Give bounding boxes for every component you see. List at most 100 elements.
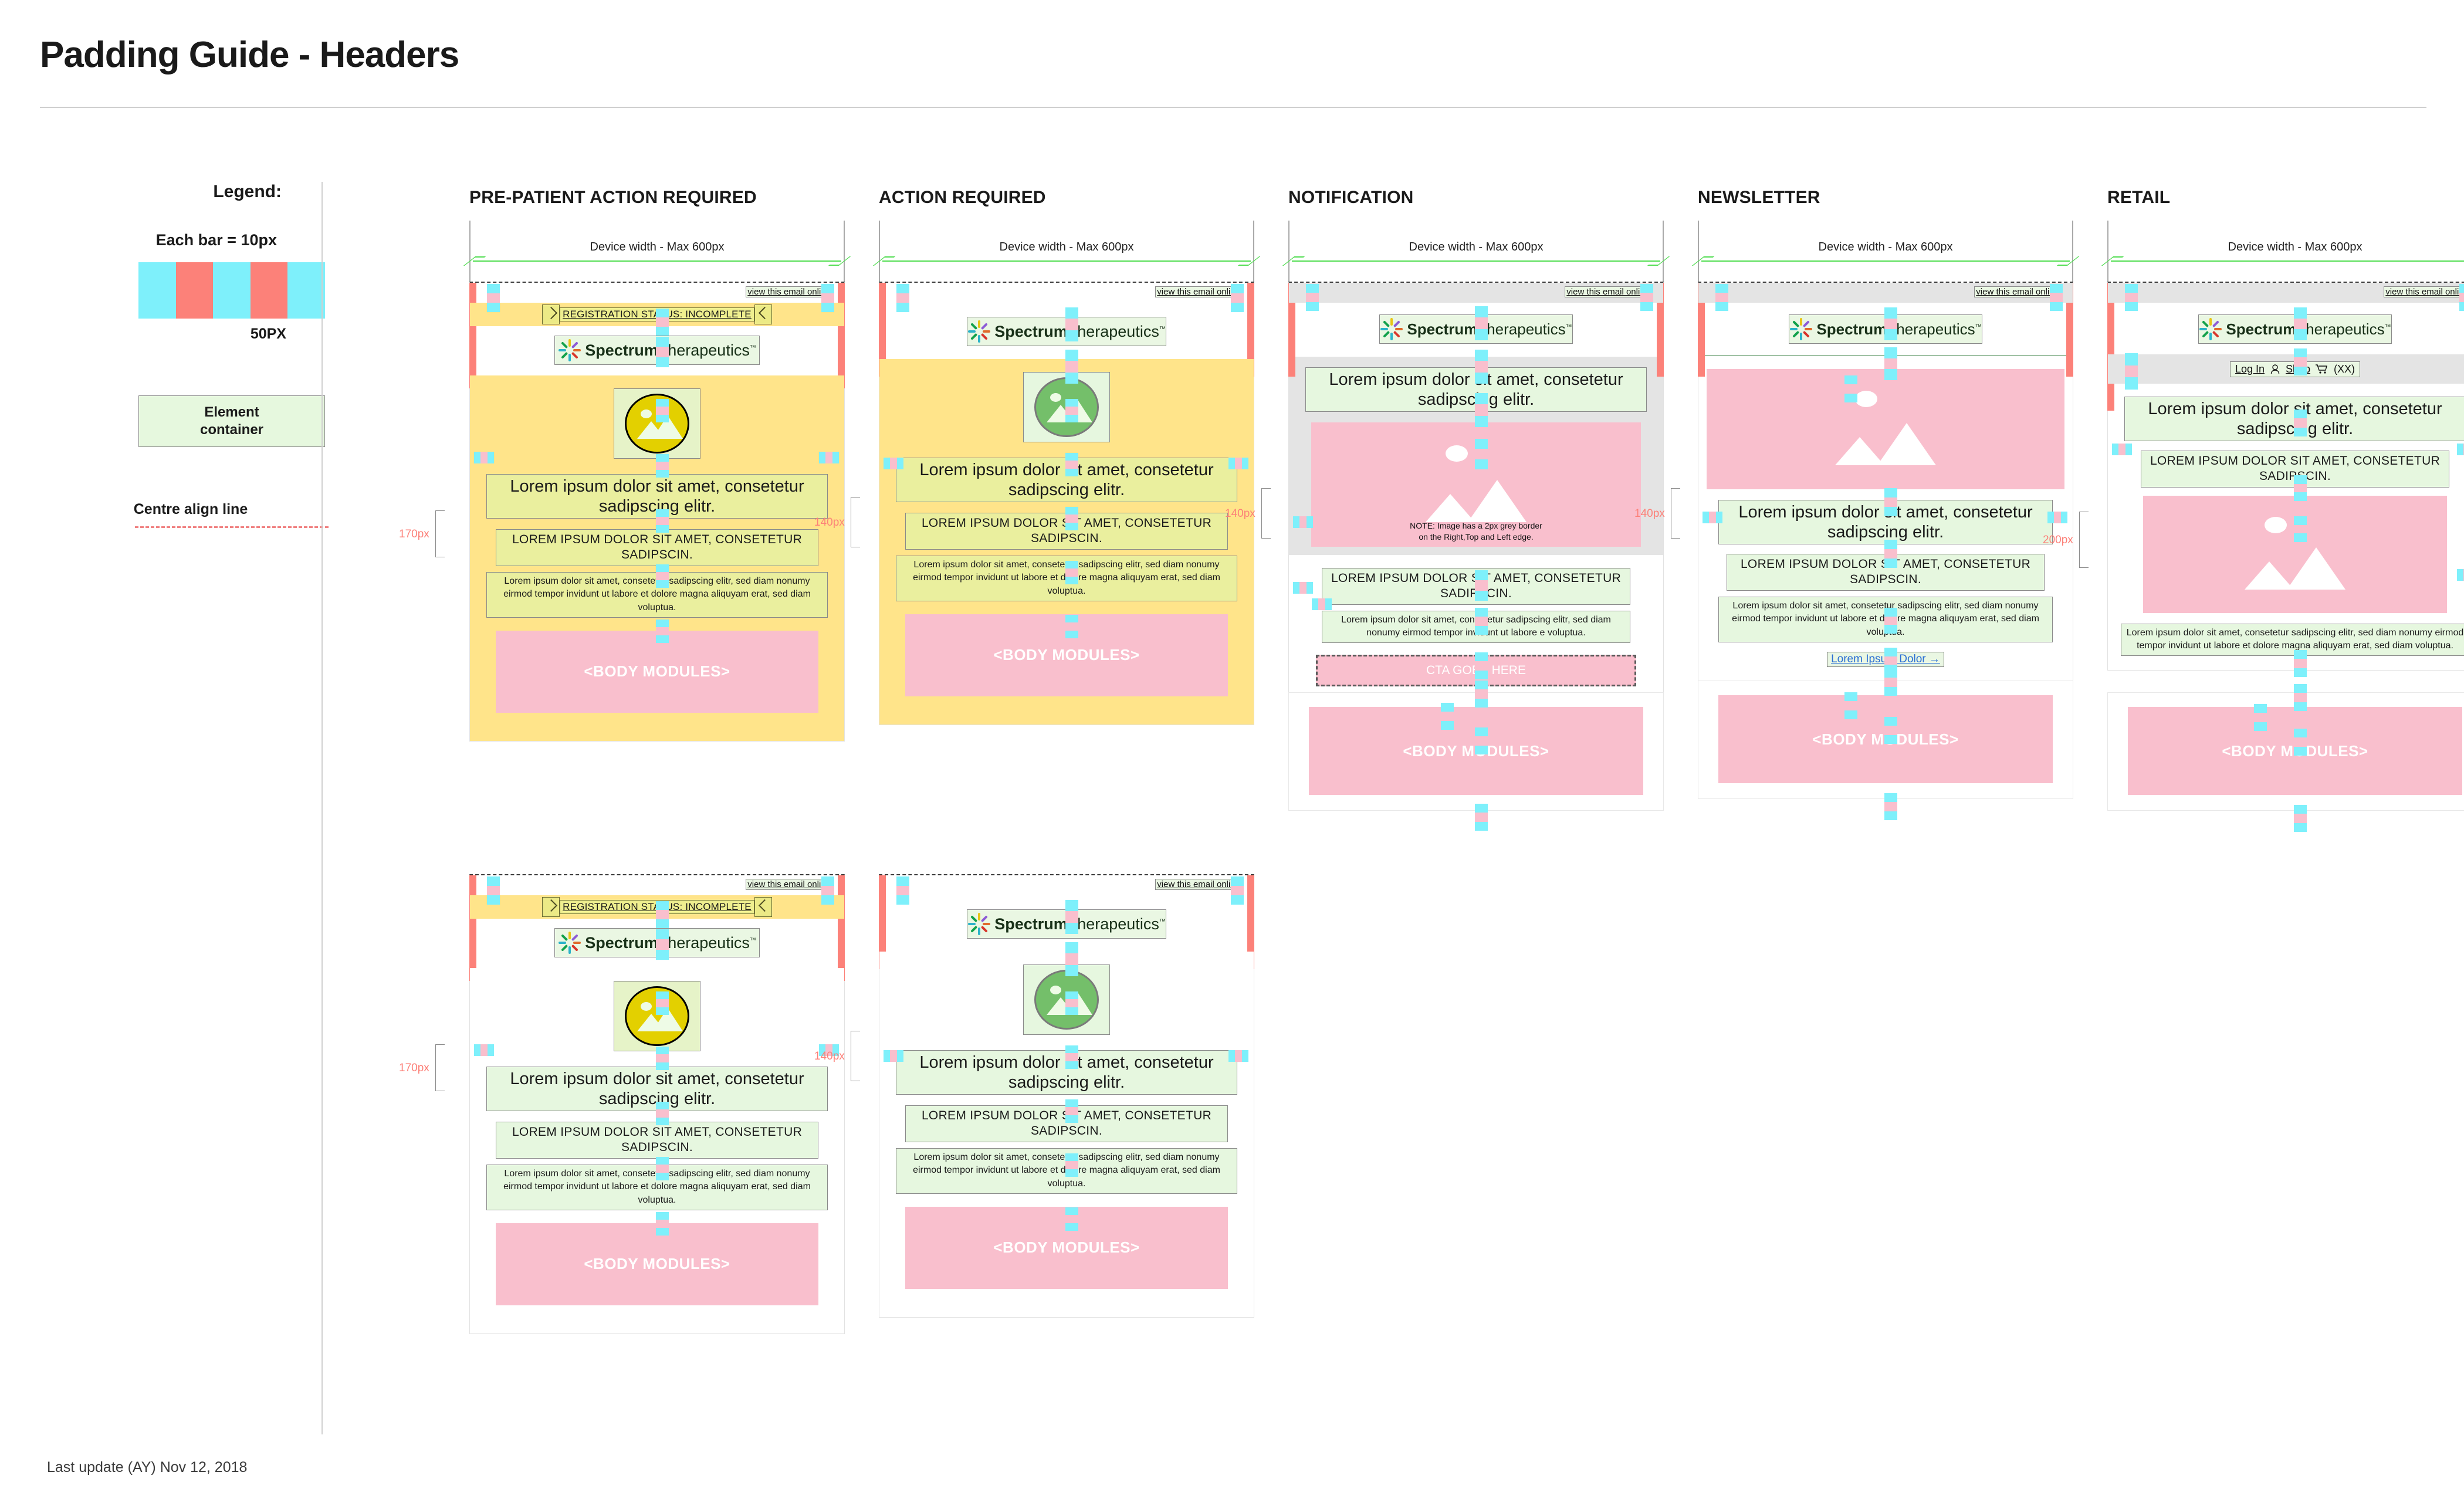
spacing-bar-vertical [656,991,669,1015]
chevron-left-icon [542,897,560,917]
spacing-bar-vertical [1065,615,1078,638]
logo-name-bold: Spectrum [994,322,1068,340]
hero-section: Lorem ipsum dolor sit amet, consetetur s… [879,952,1254,1317]
spacing-bar-vertical [1231,284,1244,312]
header-height-measure: 140px [1634,507,1665,520]
legend-element-container-line2: container [199,422,264,438]
sunburst-icon [1380,317,1403,341]
header-height-measure: 140px [1225,507,1255,520]
spacing-bar-vertical [1065,507,1078,530]
spacing-bar-vertical [2294,729,2307,756]
spacing-bar-horizontal [1293,582,1313,594]
device-width-indicator: Device width - Max 600px [463,221,851,290]
email-card: view this email online SpectrumTherapeut… [2107,282,2464,671]
spacing-bar-vertical [1475,608,1488,635]
logo-name-light: Therapeutics [2296,320,2385,338]
column-action-required: ACTION REQUIRED Device width - Max 600px… [814,188,1261,1318]
spacing-bar-vertical [1065,1153,1078,1177]
legend-title: Legend: [213,182,282,201]
title-divider [40,107,2426,108]
body-modules-placeholder: <BODY MODULES> [496,630,818,713]
device-width-label: Device width - Max 600px [590,241,725,253]
spacing-bar-vertical [1065,900,1078,934]
spacing-bar-vertical [2254,704,2267,731]
spacing-bar-vertical [1475,570,1488,601]
preheader: view this email online [879,875,1254,895]
spacing-bar-vertical [1065,1207,1078,1231]
view-email-online-link[interactable]: view this email online [2384,286,2464,297]
sunburst-icon [2199,317,2222,341]
spacing-bar-horizontal [1228,1050,1248,1062]
spacing-bar-vertical [2294,684,2307,711]
padding-rail-right [1247,875,1254,969]
view-email-online-link[interactable]: view this email online [1565,286,1651,297]
spacing-bar-vertical [1475,306,1488,340]
measure-bracket [1671,488,1680,539]
nav-login-link[interactable]: Log In [2235,363,2265,375]
device-width-label: Device width - Max 600px [1818,241,1953,253]
spacing-bar-vertical [1065,1045,1078,1069]
email-card: view this email online SpectrumTherapeut… [1288,282,1664,702]
spacing-bar-vertical [1884,717,1897,744]
spacing-bar-horizontal [1293,516,1313,528]
spacing-bar-vertical [1884,488,1897,516]
spacing-bar-vertical [1884,540,1897,568]
preheader: view this email online [470,875,844,895]
hero-subhead: LOREM IPSUM DOLOR SIT AMET, CONSETETUR S… [1727,554,2045,591]
spacing-bar-vertical [487,876,500,905]
sunburst-icon [1789,317,1813,341]
spacing-bar-vertical [2294,348,2307,375]
legend-divider [321,182,323,1434]
preheader: view this email online [470,283,844,303]
device-width-label: Device width - Max 600px [2228,241,2363,253]
header-height-measure: 140px [814,1050,845,1062]
hero-subhead: LOREM IPSUM DOLOR SIT AMET, CONSETETUR S… [496,1122,818,1159]
spacing-bar-vertical [1475,350,1488,384]
spacing-bar-vertical [1475,652,1488,679]
spacing-bar-horizontal [2047,512,2067,523]
spacing-bar-vertical [1475,727,1488,754]
legend-bar-total: 50PX [250,326,286,342]
spacing-bar-horizontal [819,452,839,463]
spacing-bar-vertical [1844,375,1857,402]
view-email-online-link[interactable]: view this email online [1155,879,1242,890]
logo-name-light: Therapeutics [1887,320,1975,338]
preheader: view this email online [1289,283,1663,303]
column-title: PRE-PATIENT ACTION REQUIRED [469,188,757,207]
logo-name-bold: Spectrum [585,933,658,952]
spacing-bar-vertical [656,337,669,367]
legend-bar-swatch [138,262,325,319]
spacing-bar-vertical [1884,608,1897,634]
spacing-bar-vertical [656,454,669,478]
spacing-bar-vertical [1065,991,1078,1015]
device-width-indicator: Device width - Max 600px [2101,221,2464,290]
logo-trademark: ™ [1975,323,1982,331]
spacing-bar-horizontal [474,452,494,463]
logo-name-bold: Spectrum [2226,320,2297,338]
spacing-bar-vertical [1884,793,1897,820]
sunburst-icon [967,912,991,936]
view-email-online-link[interactable]: view this email online [1155,286,1242,297]
last-update-note: Last update (AY) Nov 12, 2018 [47,1459,248,1475]
spacing-bar-vertical [656,1212,669,1236]
view-email-online-link[interactable]: view this email online [1974,286,2061,297]
hero-body: Lorem ipsum dolor sit amet, consetetur s… [2121,623,2464,656]
view-email-online-link[interactable]: view this email online [746,286,832,297]
retail-nav: Log In Shop (XX) [2108,354,2464,384]
spacing-bar-vertical [656,1102,669,1125]
spacing-bar-vertical [1065,942,1078,976]
device-width-indicator: Device width - Max 600px [872,221,1261,290]
spacing-bar-vertical [2459,284,2464,311]
spacing-bar-vertical [1475,804,1488,831]
header-height-measure: 140px [814,516,845,529]
legend-element-container-line1: Element [204,404,259,420]
logo-name-light: Therapeutics [1067,322,1159,340]
email-card: view this email online SpectrumTherapeut… [879,282,1254,725]
person-icon [2270,364,2280,374]
spacing-bar-vertical [1306,284,1319,311]
view-email-online-link[interactable]: view this email online [746,879,832,890]
spacing-bar-vertical [1884,307,1897,340]
device-width-indicator: Device width - Max 600px [1691,221,2080,290]
logo-name-bold: Spectrum [1407,320,1478,338]
